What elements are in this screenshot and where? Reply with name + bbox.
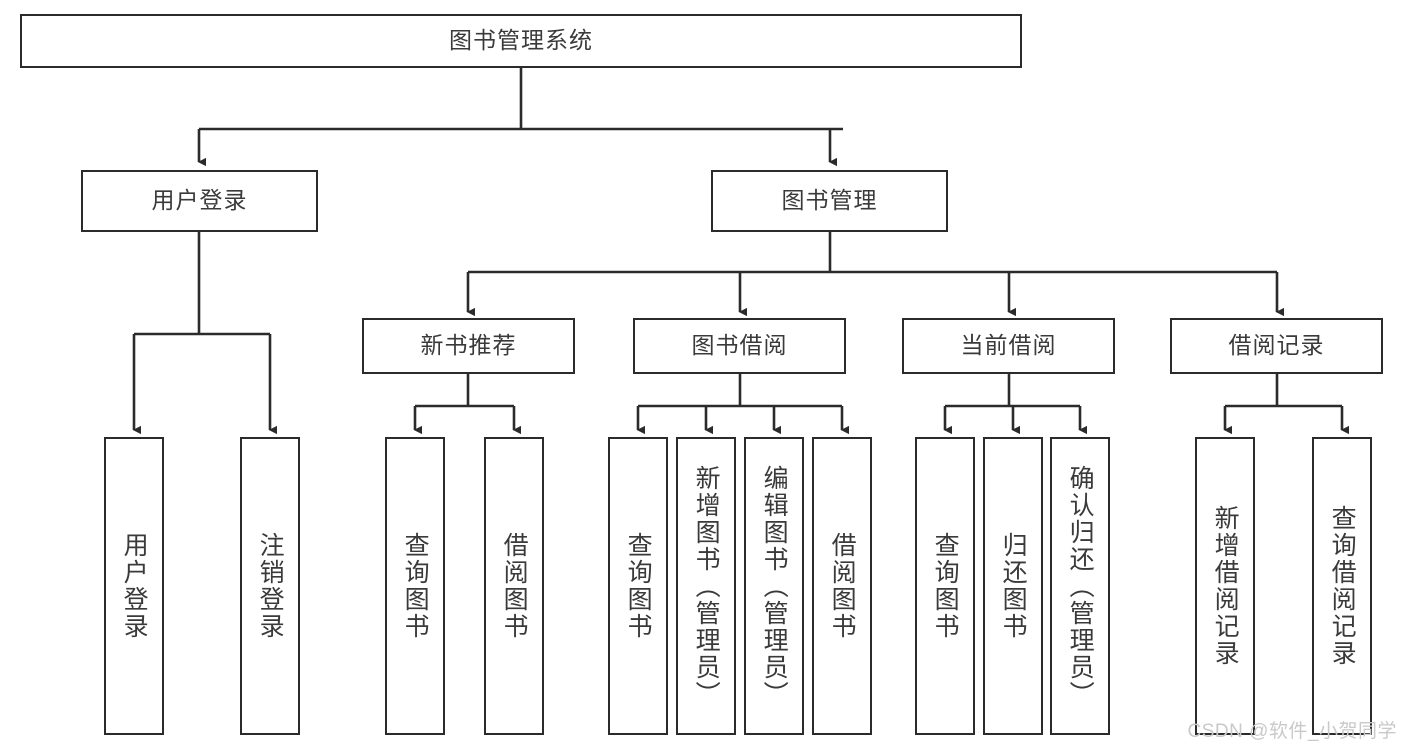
leaf-add-borrow-record[interactable]: 新增借阅记录 [1195,437,1255,735]
node-current-borrow[interactable]: 当前借阅 [902,318,1115,374]
node-label: 借阅图书 [500,532,529,640]
node-label: 图书管理 [781,187,878,214]
node-label: 编辑图书（管理员） [760,464,789,708]
node-label: 新书推荐 [420,332,517,359]
leaf-borrow-book[interactable]: 借阅图书 [812,437,872,735]
node-book-management[interactable]: 图书管理 [711,170,948,232]
node-label: 归还图书 [999,532,1028,640]
node-book-management-system[interactable]: 图书管理系统 [20,14,1022,68]
leaf-add-book-admin[interactable]: 新增图书（管理员） [676,437,736,735]
node-label: 图书借阅 [691,332,788,359]
leaf-logout[interactable]: 注销登录 [240,437,300,735]
leaf-query-book-current[interactable]: 查询图书 [915,437,975,735]
watermark: CSDN @软件_小贺同学 [1187,721,1397,742]
node-label: 新增借阅记录 [1211,505,1240,667]
node-label: 借阅记录 [1228,332,1325,359]
node-label: 借阅图书 [828,532,857,640]
node-label: 查询图书 [624,532,653,640]
node-label: 新增图书（管理员） [692,464,721,708]
node-book-borrow[interactable]: 图书借阅 [633,318,846,374]
node-label: 当前借阅 [960,332,1057,359]
leaf-confirm-return-admin[interactable]: 确认归还（管理员） [1050,437,1110,735]
node-label: 用户登录 [151,187,248,214]
leaf-query-borrow-record[interactable]: 查询借阅记录 [1312,437,1372,735]
leaf-user-login[interactable]: 用户登录 [104,437,164,735]
node-label: 确认归还（管理员） [1066,464,1095,708]
node-label: 注销登录 [256,532,285,640]
leaf-return-book[interactable]: 归还图书 [983,437,1043,735]
node-label: 查询图书 [931,532,960,640]
node-label: 图书管理系统 [449,27,593,54]
node-new-book-recommend[interactable]: 新书推荐 [362,318,575,374]
leaf-borrow-book-recommend[interactable]: 借阅图书 [484,437,544,735]
node-label: 查询借阅记录 [1328,505,1357,667]
leaf-edit-book-admin[interactable]: 编辑图书（管理员） [744,437,804,735]
leaf-query-book-borrow[interactable]: 查询图书 [608,437,668,735]
node-label: 用户登录 [120,532,149,640]
node-user-login[interactable]: 用户登录 [81,170,318,232]
leaf-query-book-recommend[interactable]: 查询图书 [385,437,445,735]
node-label: 查询图书 [401,532,430,640]
node-borrow-record[interactable]: 借阅记录 [1170,318,1383,374]
